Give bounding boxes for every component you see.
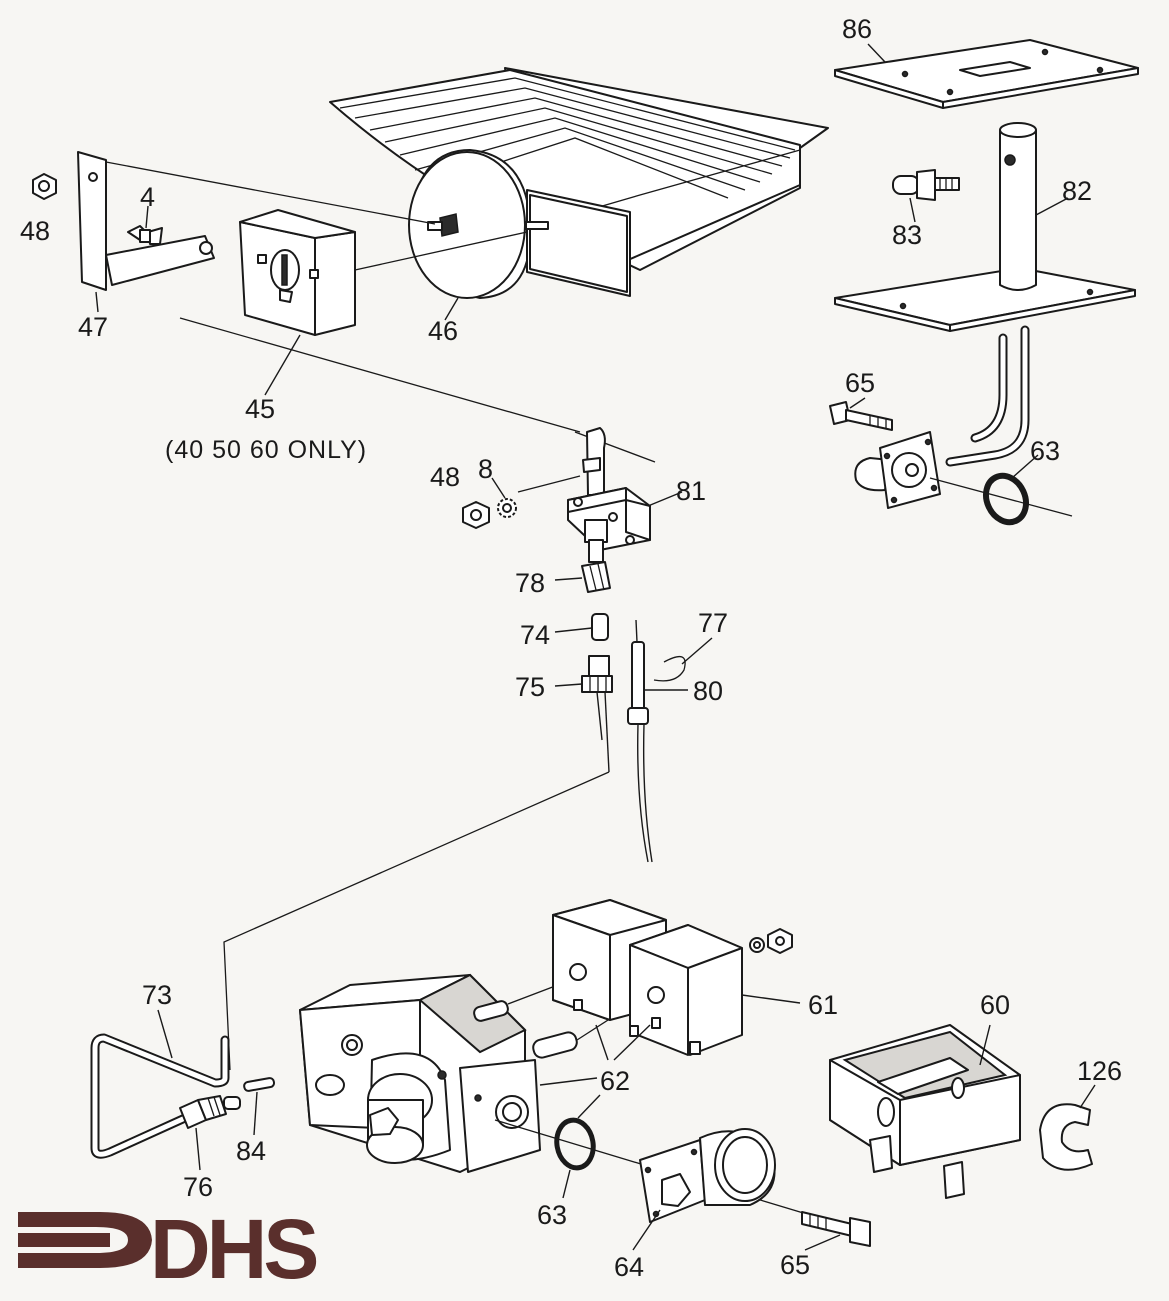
label-74: 74 (520, 620, 550, 650)
label-8: 8 (478, 454, 493, 484)
part-60-cover-box (829, 1024, 1021, 1199)
label-48-upper: 48 (20, 216, 50, 246)
dhs-logo: DHS (18, 1202, 320, 1296)
label-4: 4 (140, 182, 155, 212)
part-73-pilot-pipe (90, 771, 610, 1159)
leader-lines (95, 43, 1096, 1251)
part-65-bolt-lower (801, 1211, 871, 1247)
part-4-wing-nut (127, 225, 163, 245)
part-46-burner-head (329, 67, 829, 299)
label-60: 60 (980, 990, 1010, 1020)
label-65-upper: 65 (845, 368, 875, 398)
part-80-electrode (627, 619, 653, 863)
part-8-lock-washer (497, 498, 517, 518)
label-63-upper: 63 (1030, 436, 1060, 466)
label-83: 83 (892, 220, 922, 250)
label-77: 77 (698, 608, 728, 638)
part-78-compression-nut (581, 561, 611, 593)
valve-connector-stubs (473, 979, 651, 1059)
part-63-seal-lower (554, 1117, 596, 1171)
label-78: 78 (515, 568, 545, 598)
part-86-top-plate (834, 39, 1139, 109)
part-61-solenoid-front (629, 924, 743, 1056)
part-64-outlet-flange (639, 1128, 776, 1223)
part-48-nut-lower (462, 501, 490, 529)
label-84: 84 (236, 1136, 266, 1166)
label-80: 80 (693, 676, 723, 706)
part-126-clip (1039, 1103, 1093, 1171)
label-61: 61 (808, 990, 838, 1020)
label-48-lower: 48 (430, 462, 460, 492)
label-47: 47 (78, 312, 108, 342)
label-63-lower: 63 (537, 1200, 567, 1230)
burner-flange (854, 431, 941, 509)
label-75: 75 (515, 672, 545, 702)
part-76-fitting (179, 1095, 241, 1129)
label-73: 73 (142, 980, 172, 1010)
label-45-note: (40 50 60 ONLY) (165, 436, 367, 464)
logo-text: DHS (150, 1202, 316, 1296)
part-47-bracket (77, 151, 215, 291)
label-65-lower: 65 (780, 1250, 810, 1280)
logo-arrow-icon (18, 1212, 152, 1268)
part-48-nut-upper (32, 173, 57, 200)
part-83-jet (892, 169, 960, 201)
part-81-pilot-burner (567, 427, 651, 563)
part-63-seal-upper (983, 472, 1029, 526)
label-46: 46 (428, 316, 458, 346)
part-75-union (581, 655, 613, 773)
callout-labels: 86 82 83 48 4 47 46 45 (40 50 60 ONLY) 4… (20, 14, 1122, 1282)
part-45-shield (239, 209, 356, 336)
label-64: 64 (614, 1252, 644, 1282)
part-74-olive (591, 613, 609, 641)
part-84-pin (243, 1077, 276, 1092)
part-77-clip (653, 655, 686, 682)
label-82: 82 (1062, 176, 1092, 206)
part-65-bolt-upper (829, 401, 893, 431)
coil-nut-washer (749, 928, 793, 954)
label-76: 76 (183, 1172, 213, 1202)
label-86: 86 (842, 14, 872, 44)
part-62-gas-valve (299, 973, 541, 1173)
label-62: 62 (600, 1066, 630, 1096)
label-81: 81 (676, 476, 706, 506)
label-126: 126 (1077, 1056, 1122, 1086)
label-45: 45 (245, 394, 275, 424)
part-82-burner-stand (834, 122, 1136, 467)
